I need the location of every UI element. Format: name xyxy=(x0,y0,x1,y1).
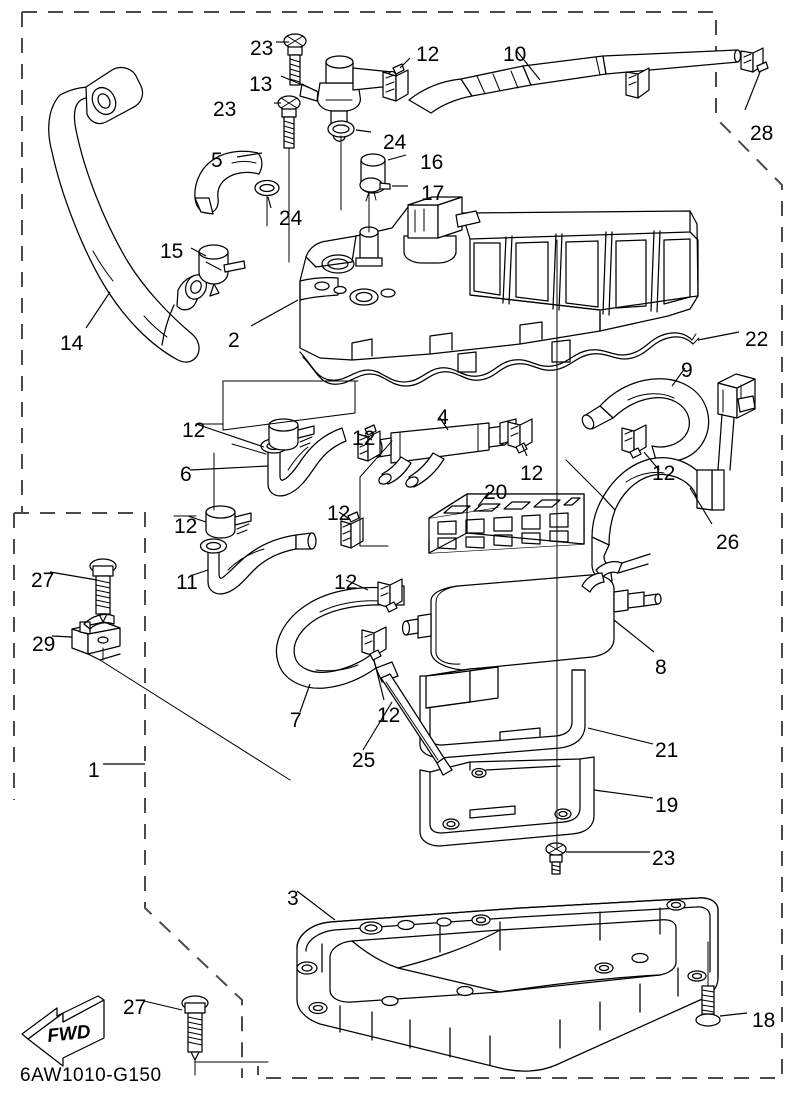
callout-12-h[interactable]: 12 xyxy=(334,571,358,594)
callout-27-b[interactable]: 27 xyxy=(123,996,147,1019)
callout-3[interactable]: 3 xyxy=(287,887,299,910)
callout-21[interactable]: 21 xyxy=(655,739,679,762)
part-27-bolt-upper xyxy=(89,558,117,641)
callout-7[interactable]: 7 xyxy=(290,709,302,732)
part-28-hose-clip xyxy=(740,47,769,73)
part-10-breather-hose-resonator xyxy=(408,49,742,114)
callout-12-i[interactable]: 12 xyxy=(377,704,401,727)
drawing-number: 6AW1010-G150 xyxy=(20,1065,162,1086)
part-12-clamp-on-9 xyxy=(621,424,647,459)
part-14-breather-hose-long xyxy=(48,66,200,363)
part-23-screw-top-a xyxy=(283,33,307,86)
part-12-clamp-on-6 xyxy=(268,418,315,451)
callout-12-g[interactable]: 12 xyxy=(327,502,351,525)
fwd-orientation-arrow: FWD xyxy=(21,995,105,1067)
callout-17[interactable]: 17 xyxy=(421,182,445,205)
outer-dashed-boundary xyxy=(21,11,783,1079)
part-9-hose xyxy=(581,378,710,463)
callout-18[interactable]: 18 xyxy=(752,1009,776,1032)
part-27-bolt-lower xyxy=(181,995,209,1076)
part-25-cable-tie xyxy=(380,673,453,776)
callout-12-b[interactable]: 12 xyxy=(182,419,206,442)
part-12-clamp-left-of-11 xyxy=(205,505,252,539)
callout-27-a[interactable]: 27 xyxy=(31,569,55,592)
callout-24-b[interactable]: 24 xyxy=(279,207,303,230)
callout-14[interactable]: 14 xyxy=(60,332,84,355)
callout-24-a[interactable]: 24 xyxy=(383,131,407,154)
part-3-intake-manifold-base xyxy=(296,897,719,1072)
callout-23-b[interactable]: 23 xyxy=(213,98,237,121)
callout-5[interactable]: 5 xyxy=(211,149,223,172)
part-12-clamp-top xyxy=(382,63,409,102)
callout-13[interactable]: 13 xyxy=(249,73,273,96)
part-12-clamp-on-7-top xyxy=(377,578,403,613)
part-4-fuel-rail xyxy=(373,418,517,488)
callout-15[interactable]: 15 xyxy=(160,240,184,263)
callout-8[interactable]: 8 xyxy=(655,656,667,679)
svg-text:FWD: FWD xyxy=(46,1022,91,1047)
callout-12-c[interactable]: 12 xyxy=(174,515,198,538)
callout-12-f[interactable]: 12 xyxy=(652,462,676,485)
callout-6[interactable]: 6 xyxy=(180,463,192,486)
callout-23-c[interactable]: 23 xyxy=(652,847,676,870)
callout-4[interactable]: 4 xyxy=(437,406,449,429)
callout-2[interactable]: 2 xyxy=(228,329,240,352)
part-23-screw-top-b xyxy=(277,95,301,263)
hose-stub-lower-left xyxy=(161,274,208,346)
part-20-connector-block xyxy=(428,493,585,554)
callout-19[interactable]: 19 xyxy=(655,794,679,817)
callout-28[interactable]: 28 xyxy=(750,122,774,145)
callout-22[interactable]: 22 xyxy=(745,328,769,351)
callout-1[interactable]: 1 xyxy=(88,759,100,782)
part-22-manifold-gasket xyxy=(299,332,700,387)
callout-26[interactable]: 26 xyxy=(716,531,740,554)
callout-10[interactable]: 10 xyxy=(503,43,527,66)
callout-11[interactable]: 11 xyxy=(176,571,198,594)
part-8-fuel-filter xyxy=(401,553,662,671)
part-24-o-ring-a xyxy=(327,120,355,138)
inner-dashed-boundary xyxy=(13,512,243,1078)
part-12-clamp-on-7-bottom xyxy=(361,626,387,661)
part-24-o-ring-b xyxy=(254,179,280,197)
callout-20[interactable]: 20 xyxy=(484,481,508,504)
group-bracket-lines xyxy=(99,135,709,1063)
part-12-clamp-right-of-rail xyxy=(507,418,533,454)
part-5-breather-hose-short xyxy=(194,150,263,215)
callout-23-a[interactable]: 23 xyxy=(250,37,274,60)
callout-16[interactable]: 16 xyxy=(420,151,444,174)
part-29-clamp-bracket xyxy=(71,613,121,661)
leader-lines xyxy=(49,41,761,1017)
callout-29[interactable]: 29 xyxy=(32,633,56,656)
callout-12-d[interactable]: 12 xyxy=(352,427,376,450)
part-2-intake-manifold xyxy=(299,192,699,373)
callout-25[interactable]: 25 xyxy=(352,749,376,772)
part-18-bolt-flange xyxy=(695,941,721,1027)
part-11-hose xyxy=(199,532,317,595)
callout-9[interactable]: 9 xyxy=(681,359,693,382)
part-23-screw-bottom xyxy=(545,842,567,875)
part-21-upper-cover-bracket xyxy=(419,666,586,759)
part-17-seal-clip xyxy=(359,177,391,202)
part-12-clamp-left-of-rail xyxy=(357,424,381,462)
callout-12-a[interactable]: 12 xyxy=(416,43,440,66)
callout-12-e[interactable]: 12 xyxy=(520,462,544,485)
